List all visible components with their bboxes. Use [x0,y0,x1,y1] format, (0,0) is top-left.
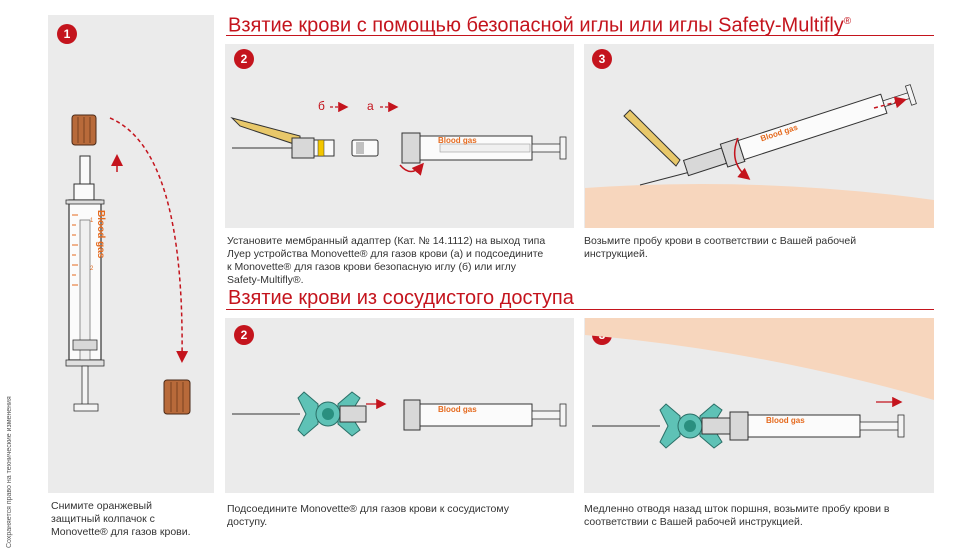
registered-mark: ® [843,16,852,27]
caption-line: инструкцией. [584,248,648,260]
step-badge-bottom-2: 2 [234,325,254,345]
step-badge-top-2: 2 [234,49,254,69]
vascular-access-connect-illustration: Blood gas [232,391,567,437]
caption-line: защитный колпачок с [51,513,155,525]
caption-line: Луер устройства Monovette® для газов кро… [227,248,544,260]
scale-mark-1: 1 [90,218,94,224]
caption-line: доступу. [227,516,268,528]
vascular-access-draw-illustration: Blood gas [585,318,934,449]
syringe-label-top-step2: Blood gas [438,136,477,145]
caption-bottom-step2: Подсоедините Monovette® для газов крови … [227,503,572,529]
caption-line: Подсоедините Monovette® для газов крови … [227,503,509,515]
syringe-label-bottom-step3: Blood gas [766,416,805,425]
caption-line: Safety-Multifly®. [227,274,304,286]
syringe-label-bottom-step2: Blood gas [438,405,477,414]
section-divider-bottom [226,309,934,310]
syringe-label-vertical: Blood gas [95,210,106,259]
caption-step1: Снимите оранжевый защитный колпачок с Mo… [51,500,213,539]
side-note: Сохраняется право на технические изменен… [6,396,13,548]
caption-line: Monovette® для газов крови. [51,526,191,538]
section-title-vascular-access: Взятие крови из сосудистого доступа [228,287,574,309]
section-divider-top [226,35,934,36]
section-title-safety-needle: Взятие крови с помощью безопасной иглы и… [228,11,851,37]
section-title-text: Взятие крови с помощью безопасной иглы и… [228,14,844,37]
blood-draw-skin-illustration: Blood gas [585,84,934,228]
caption-line: Снимите оранжевый [51,500,152,512]
section-title-text: Взятие крови из сосудистого доступа [228,287,574,309]
caption-line: Возьмите пробу крови в соответствии с Ва… [584,235,857,247]
caption-top-step3: Возьмите пробу крови в соответствии с Ва… [584,235,932,261]
caption-bottom-step3: Медленно отводя назад шток поршня, возьм… [584,503,932,529]
caption-line: Медленно отводя назад шток поршня, возьм… [584,503,890,515]
scale-mark-2: 2 [90,266,94,272]
caption-line: Установите мембранный адаптер (Кат. № 14… [227,235,546,247]
caption-top-step2: Установите мембранный адаптер (Кат. № 14… [227,235,572,287]
arrow-label-b: б [318,99,325,113]
caption-line: соответствии с Вашей рабочей инструкцией… [584,516,803,528]
step-badge-1: 1 [57,24,77,44]
needle-adapter-syringe-illustration: Blood gas б а [230,99,567,176]
caption-line: к Monovette® для газов крови безопасную … [227,261,516,273]
step-badge-top-3: 3 [592,49,612,69]
syringe-vertical-illustration: Blood gas 1 2 [65,114,191,415]
arrow-label-a: а [367,99,374,113]
